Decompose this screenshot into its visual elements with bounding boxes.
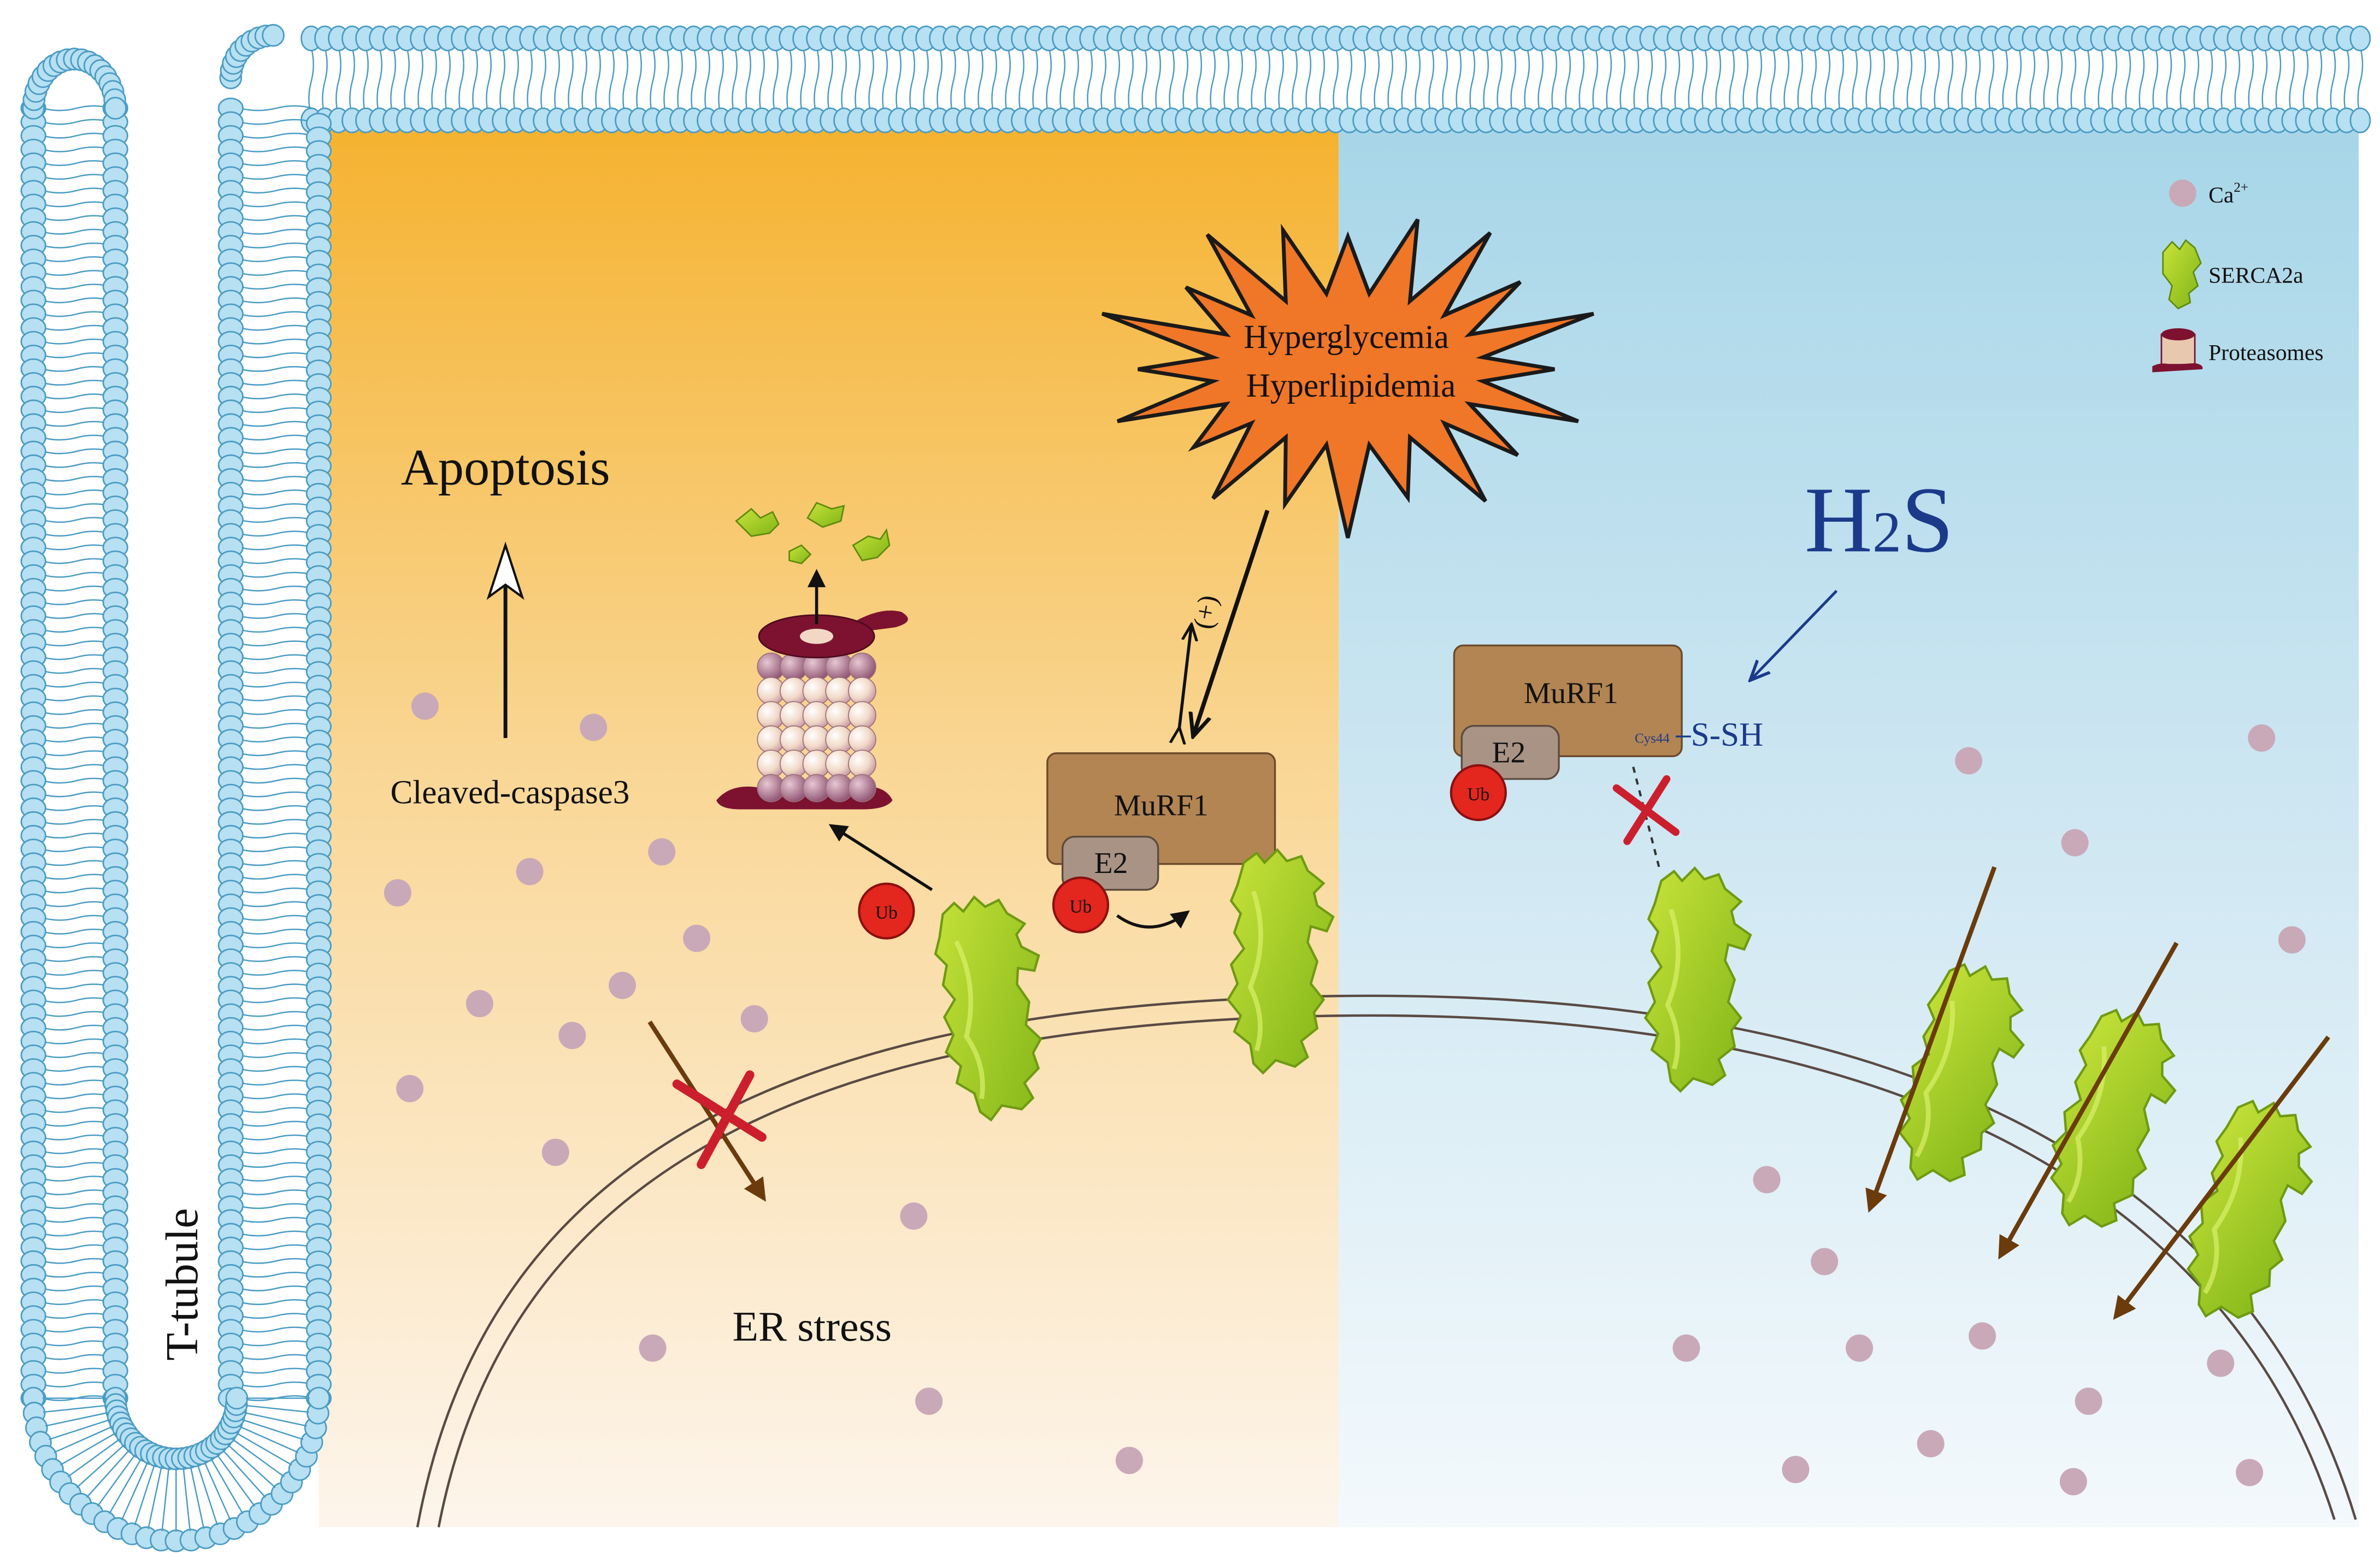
legend-serca-icon	[2162, 239, 2202, 310]
legend-serca-label: SERCA2a	[2208, 263, 2304, 288]
calcium-ion	[1917, 1430, 1945, 1457]
calcium-ion	[2075, 1388, 2102, 1415]
sr-membrane-outer	[416, 994, 2357, 1527]
e2-label-left: E2	[1094, 846, 1128, 880]
calcium-ion	[2278, 926, 2306, 954]
calcium-ion	[639, 1334, 667, 1362]
serca2a-pumps	[934, 848, 2313, 1319]
ub-circle-serca-tagged	[858, 882, 915, 940]
membrane-top-inner-heads	[301, 107, 2371, 133]
ttubule-right-inner-heads	[217, 97, 244, 1409]
sarcolemma-t-tubule-membrane	[20, 23, 2371, 1553]
legend: Ca2+ SERCA2a Proteasomes	[2152, 179, 2324, 373]
legend-proteasome-icon	[2152, 328, 2203, 373]
upregulation-double-arrow	[1180, 624, 1192, 728]
sr-membrane-inner	[437, 1014, 2336, 1528]
calcium-ion	[2061, 829, 2089, 857]
ttubule-right-tails	[239, 105, 313, 1401]
to-proteasome-arrow	[828, 824, 933, 892]
ttubule-left-tails	[42, 105, 111, 1401]
calcium-ion	[1782, 1456, 1810, 1484]
calcium-ion	[915, 1388, 943, 1415]
calcium-ion	[683, 924, 711, 952]
e2-box-left	[1061, 835, 1159, 891]
calcium-uptake-arrow-2	[1998, 941, 2179, 1260]
blocked-calcium-uptake-arrow	[647, 1020, 766, 1202]
calcium-ion	[609, 971, 637, 999]
serca2a-pump	[1898, 963, 2025, 1183]
murf1-label-left: MuRF1	[1114, 789, 1209, 823]
upregulation-plus-label: (+)	[1187, 593, 1223, 631]
calcium-ion	[2248, 724, 2276, 752]
calcium-ion	[1969, 1322, 1996, 1350]
block-x-left	[672, 1070, 767, 1169]
calcium-ion	[2207, 1349, 2235, 1377]
calcium-ion	[516, 858, 544, 886]
calcium-uptake-arrow-1	[1865, 866, 1997, 1213]
hyperglycemia-hyperlipidemia-starburst	[1101, 218, 1594, 539]
s-sh-label: S-SH	[1691, 717, 1763, 753]
ttubule-left-outer-heads	[20, 97, 46, 1409]
apoptosis-arrowhead	[486, 541, 525, 600]
serca2a-pump	[1643, 866, 1752, 1093]
h2s-label: H2S	[1805, 468, 1954, 572]
calcium-ion	[1115, 1447, 1143, 1474]
ub-label-serca-tagged: Ub	[875, 903, 898, 923]
calcium-ion	[558, 1022, 586, 1049]
stress-to-murf1-arrow	[1193, 510, 1270, 736]
apoptosis-label: Apoptosis	[401, 439, 610, 496]
ub-label-left-e2: Ub	[1070, 896, 1092, 917]
legend-calcium-icon	[2169, 179, 2196, 207]
serca2a-pump	[1226, 848, 1335, 1075]
calcium-ion	[541, 1138, 569, 1166]
calcium-ion	[466, 990, 493, 1018]
calcium-ion	[1672, 1334, 1700, 1362]
h2s-action-arrow	[1750, 589, 1838, 681]
membrane-top-outer-heads	[301, 25, 2371, 51]
proteasome	[716, 610, 908, 810]
hyperlipidemia-label: Hyperlipidemia	[1246, 368, 1456, 404]
legend-calcium-label: Ca2+	[2208, 180, 2248, 208]
calcium-uptake-arrow-3	[2113, 1035, 2330, 1320]
calcium-ion	[1955, 747, 1983, 775]
calcium-ion	[648, 838, 676, 866]
ttubule-top-curve	[22, 23, 285, 120]
calcium-ion	[580, 713, 608, 741]
calcium-ion	[900, 1202, 928, 1230]
ub-circle-right	[1450, 764, 1507, 822]
ttubule-bottom-curve	[22, 1386, 331, 1553]
er-stress-label: ER stress	[732, 1303, 892, 1350]
ubiquitin-transfer-arrow	[1116, 910, 1190, 929]
t-tubule-label: T-tubule	[157, 1208, 208, 1360]
serca2a-pump	[934, 895, 1042, 1122]
block-x-right	[1612, 775, 1680, 845]
ttubule-right-outer-heads	[305, 113, 332, 1409]
ttubule-left-inner-heads	[102, 97, 128, 1409]
calcium-ions	[384, 692, 2306, 1496]
calcium-ion	[2236, 1459, 2264, 1486]
calcium-ion	[384, 879, 411, 907]
degraded-serca-fragments	[735, 501, 891, 565]
calcium-ion	[396, 1075, 424, 1102]
calcium-ion	[740, 1005, 768, 1032]
calcium-ion	[411, 692, 439, 720]
calcium-ion	[1811, 1248, 1839, 1276]
murf1-label-right: MuRF1	[1524, 676, 1618, 710]
ub-label-right: Ub	[1467, 784, 1489, 805]
calcium-ion	[2059, 1468, 2087, 1496]
hyperglycemia-label: Hyperglycemia	[1244, 319, 1449, 356]
cys44-label: Cys44	[1635, 731, 1670, 746]
e2-label-right: E2	[1492, 735, 1526, 769]
membrane-top-tails	[308, 47, 2364, 116]
calcium-ion	[1846, 1334, 1874, 1362]
calcium-ion	[1753, 1166, 1781, 1194]
cleaved-caspase3-label: Cleaved-caspase3	[391, 774, 630, 811]
restored-calcium-uptake-arrows	[1865, 866, 2330, 1320]
legend-proteasome-label: Proteasomes	[2208, 340, 2324, 365]
ub-circle-left-e2	[1052, 876, 1110, 934]
